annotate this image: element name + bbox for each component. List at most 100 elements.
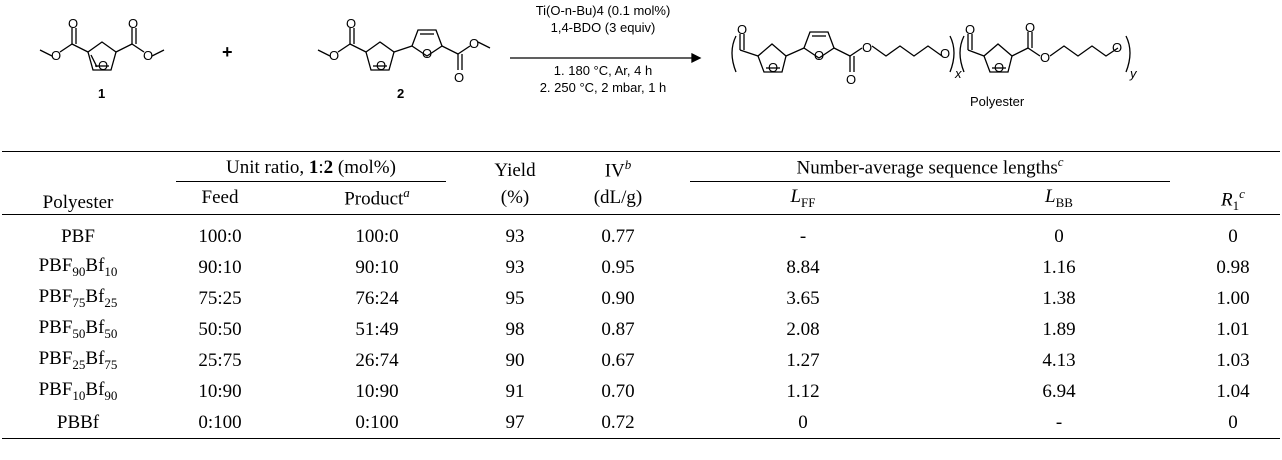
cell-yield: 97 <box>468 407 562 439</box>
cell-lbb: 1.38 <box>1042 287 1076 309</box>
header-unit-ratio-text: Unit ratio, 1:2 (mol%) <box>176 157 446 182</box>
atom-o-label: O <box>128 16 139 31</box>
plus-sign: + <box>222 42 233 62</box>
cell-feed: 100:0 <box>198 225 242 247</box>
polyester-table: Polyester Unit ratio, 1:2 (mol%) Yield I… <box>2 151 1280 439</box>
header-iv-unit: (dL/g) <box>562 182 674 215</box>
condition-step-1: 1. 180 °C, Ar, 4 h <box>553 63 653 78</box>
atom-o-label: O <box>1040 50 1051 65</box>
table-row: PBF10Bf90 10:90 10:90 91 0.70 1.12 6.94 1.04 <box>2 376 1280 407</box>
compound-1-structure <box>39 28 165 71</box>
subscript-y: y <box>1130 66 1137 81</box>
cell-feed: 90:10 <box>198 256 242 278</box>
header-lbb: LBB <box>932 182 1186 215</box>
cell-feed: 50:50 <box>198 318 242 340</box>
cell-r: 0 <box>1186 407 1280 439</box>
header-yield: Yield <box>468 151 562 182</box>
atom-o-label: O <box>143 48 154 63</box>
cell-iv: 0.77 <box>601 225 635 247</box>
atom-o-label: O <box>862 40 873 55</box>
atom-o-label: O <box>454 70 465 85</box>
cell-polyester: PBF75Bf25 <box>38 286 118 310</box>
header-sequence-lengths-text: Number-average sequence lengthsc <box>690 154 1170 182</box>
cell-product: 10:90 <box>355 380 399 402</box>
product-label: Polyester <box>970 94 1025 109</box>
cell-r: 1.01 <box>1216 318 1250 340</box>
atom-o-label: O <box>346 16 357 31</box>
cell-product: 76:24 <box>355 287 399 309</box>
atom-o-label: O <box>965 22 976 37</box>
cell-polyester: PBF50Bf50 <box>38 317 118 341</box>
compound-1-label: 1 <box>98 86 106 101</box>
atom-o-label: O <box>1112 40 1123 55</box>
cell-product: 51:49 <box>355 318 399 340</box>
atom-o-label: O <box>422 46 433 61</box>
header-yield-unit: (%) <box>468 182 562 215</box>
atom-o-label: O <box>940 46 951 61</box>
cell-r: 1.00 <box>1216 287 1250 309</box>
atom-o-label: O <box>376 58 387 73</box>
cell-lbb: 6.94 <box>1042 380 1076 402</box>
cell-polyester: PBBf <box>2 407 154 439</box>
header-iv: IVb <box>562 151 674 182</box>
table-row: PBF75Bf25 75:25 76:24 95 0.90 3.65 1.38 1.00 <box>2 283 1280 314</box>
atom-o-label: O <box>814 48 825 63</box>
cell-iv: 0.87 <box>601 318 635 340</box>
condition-catalyst: Ti(O-n-Bu)4 (0.1 mol%) <box>535 3 671 18</box>
reaction-conditions-bottom: 1. 180 °C, Ar, 4 h 2. 250 °C, 2 mbar, 1 … <box>508 62 698 96</box>
atom-o-label: O <box>51 48 62 63</box>
cell-iv: 0.95 <box>601 256 635 278</box>
cell-feed: 0:100 <box>154 407 286 439</box>
cell-feed: 25:75 <box>198 349 242 371</box>
cell-product: 26:74 <box>355 349 399 371</box>
cell-yield: 91 <box>505 380 525 402</box>
header-sequence-lengths: Number-average sequence lengthsc <box>674 151 1186 182</box>
cell-lff: 2.08 <box>786 318 820 340</box>
cell-polyester: PBF90Bf10 <box>38 255 118 279</box>
cell-lff: - <box>799 225 807 247</box>
cell-iv: 0.90 <box>601 287 635 309</box>
cell-polyester: PBF25Bf75 <box>38 348 118 372</box>
header-feed: Feed <box>154 182 286 215</box>
cell-r: 0 <box>1228 225 1238 247</box>
cell-lbb: 4.13 <box>1042 349 1076 371</box>
cell-lff: 8.84 <box>786 256 820 278</box>
cell-yield: 93 <box>505 225 525 247</box>
cell-lbb: 1.89 <box>1042 318 1076 340</box>
compound-2-label: 2 <box>397 86 405 101</box>
reaction-structures <box>39 28 1131 73</box>
atom-o-label: O <box>737 22 748 37</box>
cell-feed: 75:25 <box>198 287 242 309</box>
polyester-structure <box>731 31 1131 73</box>
cell-yield: 90 <box>505 349 525 371</box>
reaction-conditions-top: Ti(O-n-Bu)4 (0.1 mol%) 1,4-BDO (3 equiv) <box>508 2 698 36</box>
cell-polyester: PBF10Bf90 <box>38 379 118 403</box>
cell-lff: 0 <box>674 407 932 439</box>
reaction-scheme: O O O O O O O O O O O O O O O O O O O O … <box>0 0 1282 150</box>
cell-iv: 0.72 <box>562 407 674 439</box>
cell-iv: 0.67 <box>601 349 635 371</box>
header-product: Producta <box>286 182 468 215</box>
cell-r: 1.04 <box>1216 380 1250 402</box>
cell-lff: 3.65 <box>786 287 820 309</box>
atom-o-label: O <box>1025 20 1036 35</box>
cell-yield: 93 <box>505 256 525 278</box>
cell-feed: 10:90 <box>198 380 242 402</box>
header-polyester: Polyester <box>2 151 154 215</box>
cell-lff: 1.12 <box>786 380 820 402</box>
cell-lff: 1.27 <box>786 349 820 371</box>
cell-yield: 95 <box>505 287 525 309</box>
condition-step-2: 2. 250 °C, 2 mbar, 1 h <box>539 80 667 95</box>
cell-iv: 0.70 <box>601 380 635 402</box>
cell-lbb: - <box>932 407 1186 439</box>
cell-product: 90:10 <box>355 256 399 278</box>
cell-product: 100:0 <box>355 225 399 247</box>
arrow-head-icon <box>691 52 702 64</box>
header-lff: LFF <box>674 182 932 215</box>
